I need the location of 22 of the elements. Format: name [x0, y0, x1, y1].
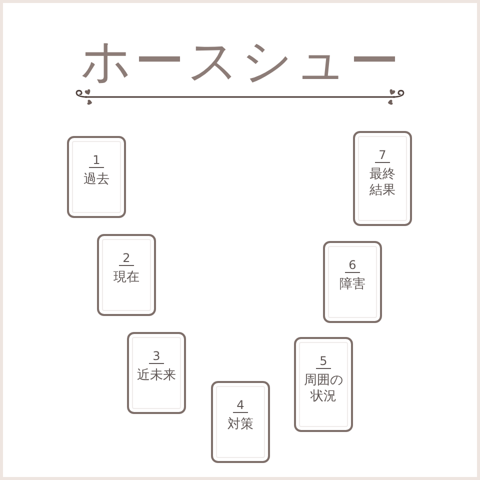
card-label: 最終結果: [368, 167, 396, 199]
tarot-card: [97, 234, 156, 316]
card-label: 近未来: [136, 368, 177, 384]
tarot-card: [353, 131, 412, 226]
tarot-card: [294, 337, 353, 432]
tarot-card: [323, 241, 382, 323]
title: ホースシュー: [80, 33, 402, 89]
card-label: 過去: [82, 172, 110, 188]
card-label: 現在: [112, 270, 140, 286]
tarot-card: [127, 332, 186, 414]
card-number: 1: [88, 153, 104, 168]
card-number: 4: [232, 398, 248, 413]
card-label: 対策: [226, 417, 254, 433]
tarot-card: [211, 381, 270, 463]
tarot-card: [67, 136, 126, 218]
card-number: 5: [316, 354, 332, 369]
card-number: 2: [118, 251, 134, 266]
card-label: 障害: [338, 277, 366, 293]
card-label: 周囲の状況: [303, 373, 344, 405]
card-number: 6: [344, 258, 360, 273]
card-number: 7: [374, 148, 390, 163]
card-number: 3: [148, 349, 164, 364]
